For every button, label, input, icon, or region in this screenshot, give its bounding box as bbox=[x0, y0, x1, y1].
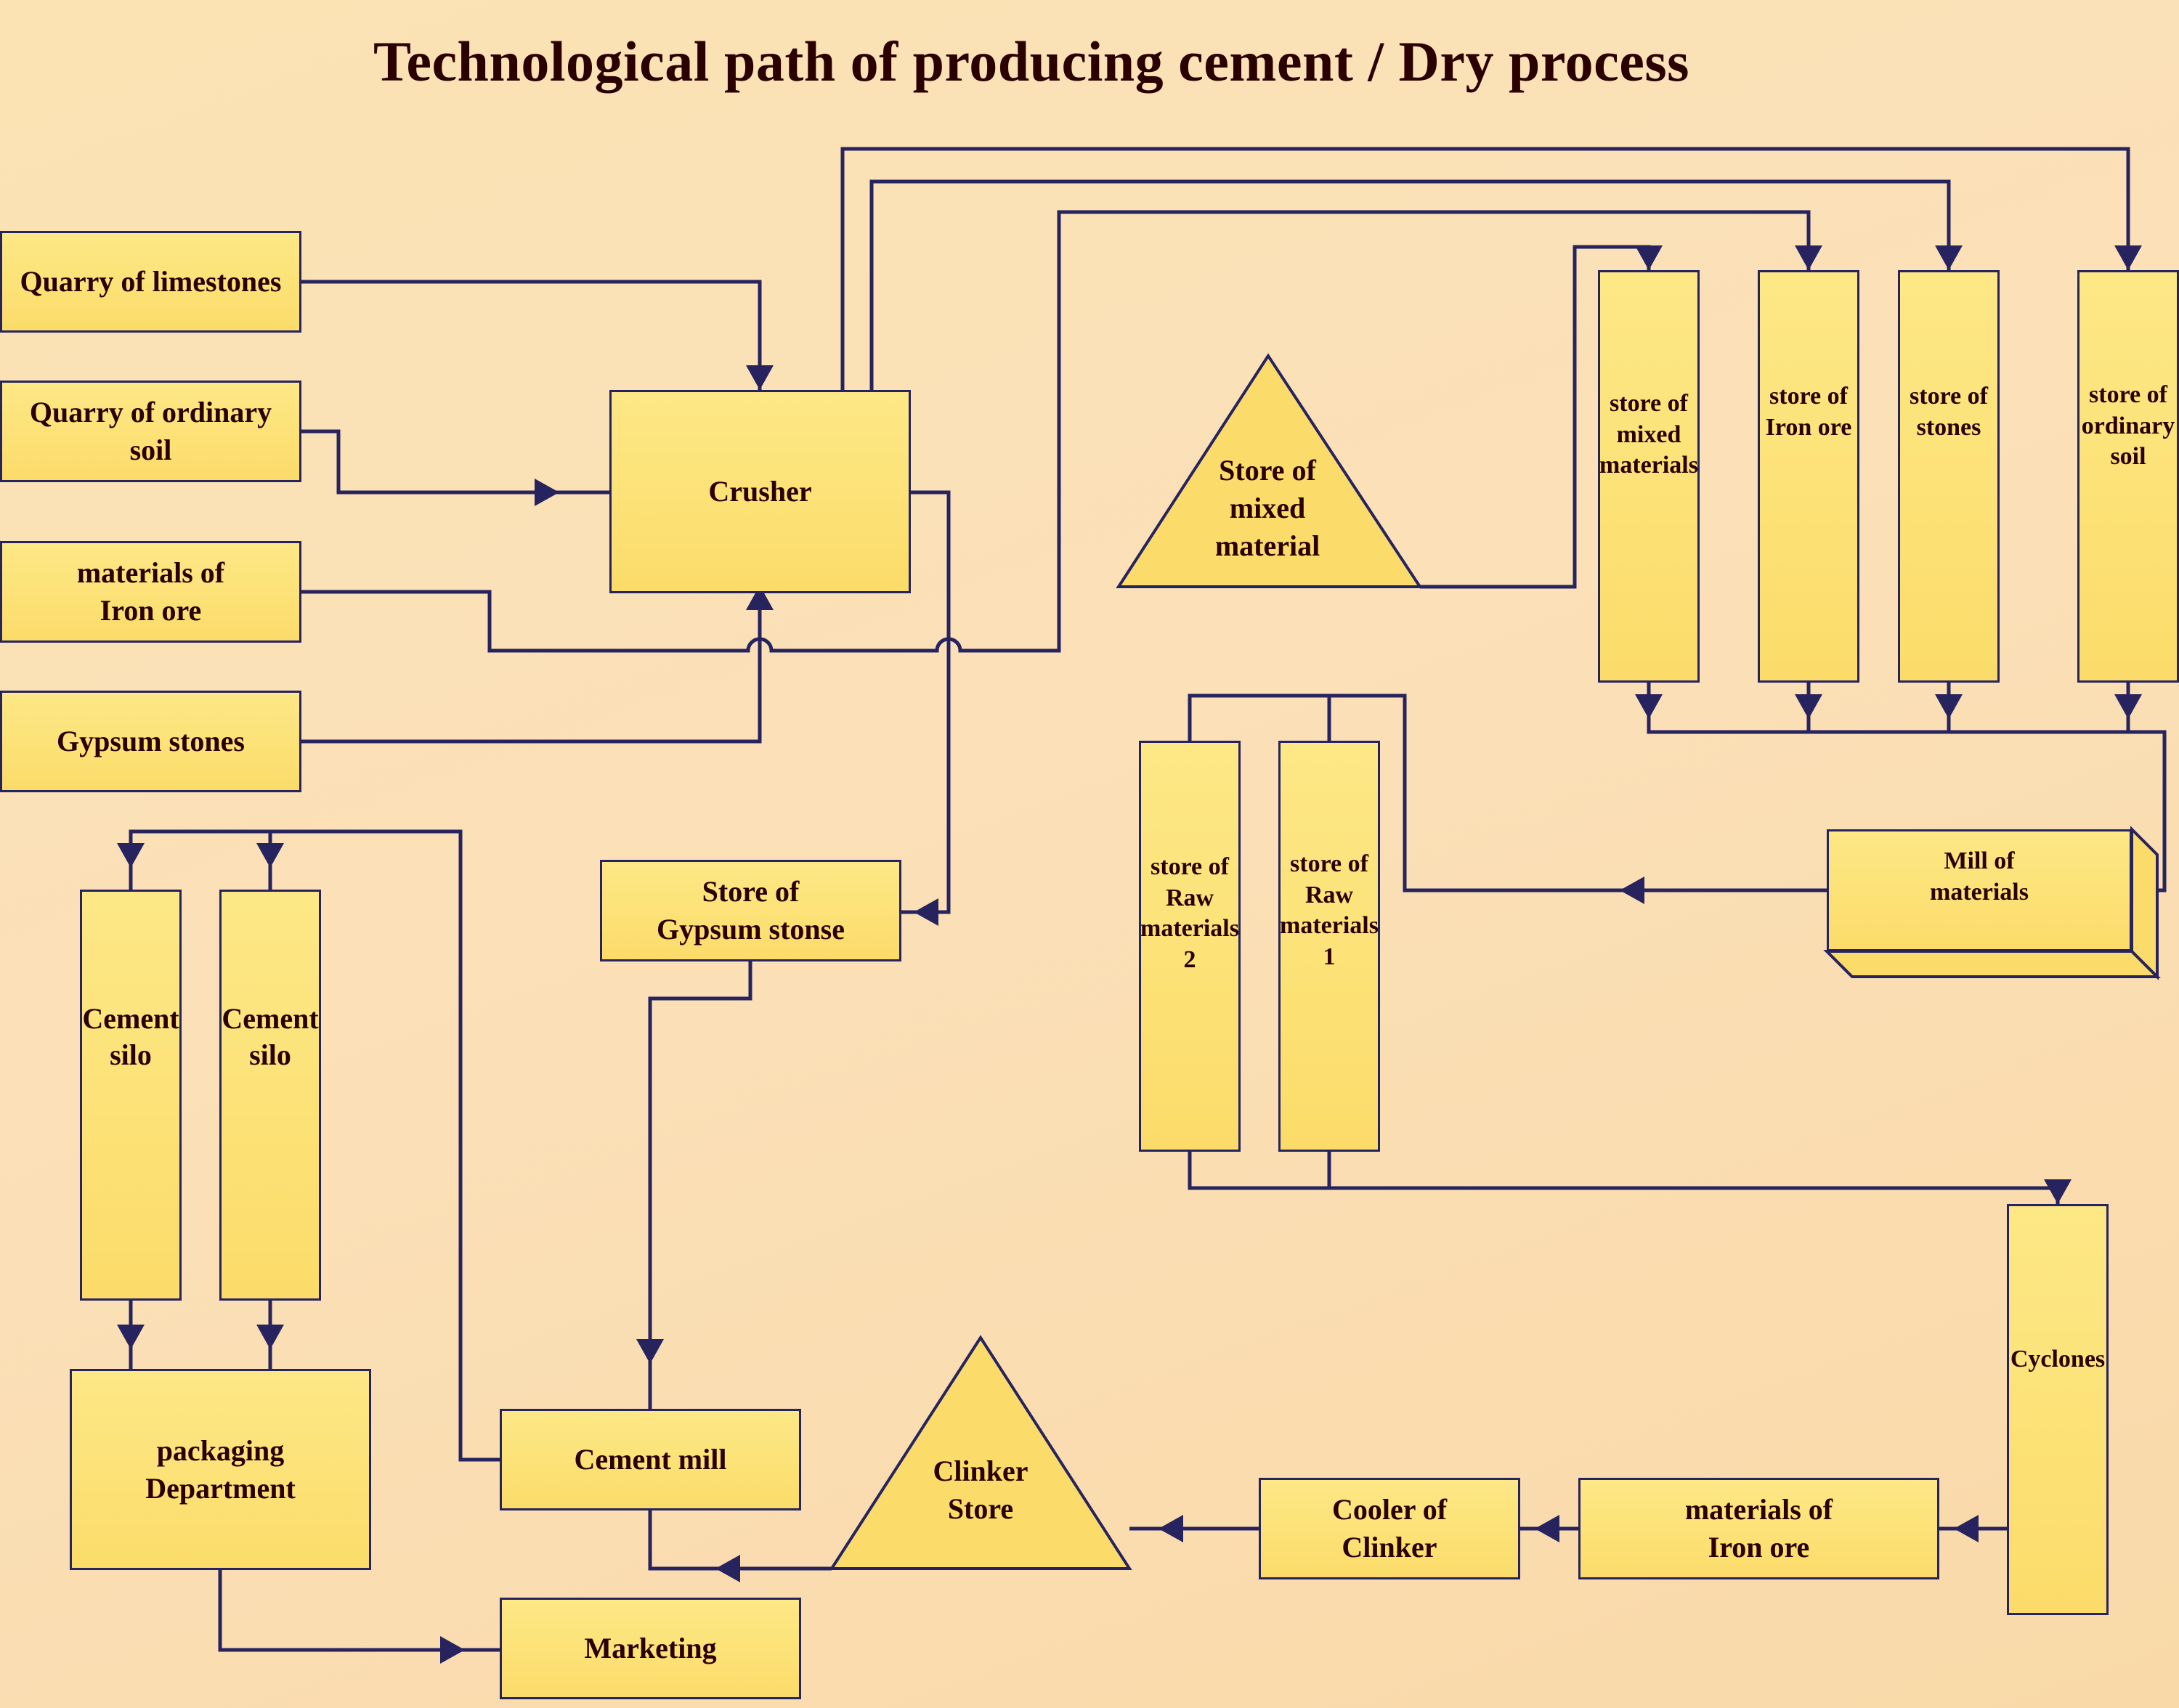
store-ordinary-soil-label: store of ordinary soil bbox=[2081, 381, 2175, 470]
arrowhead-clinker-to-cement-mill bbox=[715, 1555, 740, 1582]
cooler-box: Cooler of Clinker bbox=[1259, 1478, 1520, 1579]
store-mixed-materials-box: store of mixed materials bbox=[1598, 270, 1700, 683]
connector-mill-to-raw bbox=[1188, 694, 1827, 892]
store-gypsum-box: Store of Gypsum stonse bbox=[600, 860, 901, 961]
store-raw-2-label: store of Raw materials 2 bbox=[1140, 853, 1239, 973]
arrowhead-gypsum-crusher bbox=[746, 585, 774, 610]
quarry-soil-label: Quarry of ordinary soil bbox=[29, 396, 272, 466]
arrowhead-store-iron-ore-in bbox=[1795, 245, 1822, 270]
store-raw-2-box: store of Raw materials 2 bbox=[1139, 741, 1241, 1152]
crusher-label: Crusher bbox=[708, 475, 812, 508]
connector-crusher-to-store-stones bbox=[869, 179, 1951, 390]
clinker-store-triangle bbox=[829, 1335, 1132, 1570]
cement-silo-1-box: Cement silo bbox=[80, 890, 182, 1301]
arrowhead-silo2-in bbox=[256, 843, 284, 868]
arrowhead-limestones-crusher bbox=[746, 365, 774, 390]
store-raw-1-label: store of Raw materials 1 bbox=[1280, 850, 1379, 970]
cement-mill-box: Cement mill bbox=[500, 1409, 801, 1510]
quarry-limestones-box: Quarry of limestones bbox=[0, 231, 301, 333]
gypsum-stones-box: Gypsum stones bbox=[0, 691, 301, 792]
gypsum-stones-label: Gypsum stones bbox=[57, 725, 245, 757]
arrowhead-store-soil-in bbox=[2114, 245, 2142, 270]
store-mixed-material-triangle bbox=[1116, 353, 1423, 588]
connector-crusher-to-store-soil bbox=[840, 147, 2130, 390]
store-mixed-materials-label: store of mixed materials bbox=[1599, 390, 1698, 479]
packaging-label: packaging Department bbox=[145, 1434, 296, 1505]
arrowhead-cooler-in bbox=[1535, 1515, 1559, 1542]
quarry-limestones-label: Quarry of limestones bbox=[20, 265, 282, 298]
connector-gypsum-to-cement-mill bbox=[648, 961, 752, 1409]
arrowhead-store-mixed-materials-out bbox=[1635, 694, 1663, 719]
arrowhead-store-stones-in bbox=[1935, 245, 1963, 270]
clinker-store-label: Clinker Store bbox=[933, 1455, 1028, 1525]
arrowhead-cyclones-in bbox=[2044, 1179, 2072, 1204]
arrowhead-gypsum-store-in bbox=[914, 898, 938, 926]
arrowhead-silo1-in bbox=[117, 843, 145, 868]
materials-iron-ore-top-box: materials of Iron ore bbox=[0, 541, 301, 643]
arrowhead-clinker-in bbox=[1159, 1515, 1183, 1542]
marketing-box: Marketing bbox=[500, 1598, 801, 1699]
cyclones-label: Cyclones bbox=[2010, 1346, 2106, 1372]
store-iron-ore-label: store of Iron ore bbox=[1765, 383, 1852, 441]
arrowhead-store-mixed-materials-in bbox=[1635, 245, 1663, 270]
store-mixed-material-label: Store of mixed material bbox=[1214, 454, 1320, 562]
materials-iron-ore-bottom-label: materials of Iron ore bbox=[1684, 1493, 1833, 1563]
connector-clinker-to-cement-mill bbox=[648, 1510, 832, 1571]
marketing-label: Marketing bbox=[584, 1632, 717, 1664]
cement-silo-2-box: Cement silo bbox=[219, 890, 321, 1301]
crusher-box: Crusher bbox=[609, 390, 911, 593]
cyclones-box: Cyclones bbox=[2007, 1204, 2109, 1615]
diagram-title: Technological path of producing cement /… bbox=[373, 30, 1690, 93]
store-iron-ore-box: store of Iron ore bbox=[1758, 270, 1859, 683]
cement-silo-2-label: Cement silo bbox=[222, 1002, 319, 1071]
arrowhead-iron-ore-bottom-in bbox=[1954, 1515, 1979, 1542]
store-ordinary-soil-box: store of ordinary soil bbox=[2077, 270, 2179, 683]
materials-iron-ore-bottom-box: materials of Iron ore bbox=[1578, 1478, 1939, 1579]
connector-raw-to-cyclones bbox=[1188, 1152, 2060, 1204]
store-stones-label: store of stones bbox=[1910, 383, 1988, 441]
packaging-box: packaging Department bbox=[70, 1369, 371, 1570]
store-raw-1-box: store of Raw materials 1 bbox=[1278, 741, 1380, 1152]
arrowhead-mill-to-raw bbox=[1620, 877, 1644, 904]
connector-packaging-to-marketing bbox=[218, 1570, 500, 1652]
store-stones-box: store of stones bbox=[1898, 270, 2000, 683]
arrowhead-store-stones-out bbox=[1935, 694, 1963, 719]
mill-of-materials-label: Mill of materials bbox=[1930, 847, 2029, 906]
arrowhead-store-iron-ore-out bbox=[1795, 694, 1822, 719]
cooler-label: Cooler of Clinker bbox=[1331, 1493, 1448, 1563]
cement-mill-label: Cement mill bbox=[574, 1443, 727, 1476]
arrowhead-packaging-in-2 bbox=[256, 1325, 284, 1349]
store-gypsum-label: Store of Gypsum stonse bbox=[657, 875, 845, 946]
arrowhead-packaging-in-1 bbox=[117, 1325, 145, 1349]
arrowhead-store-soil-out bbox=[2114, 694, 2142, 719]
connector-iron-ore-to-stores bbox=[301, 210, 1811, 653]
mill-of-materials-side bbox=[2130, 826, 2159, 980]
quarry-soil-box: Quarry of ordinary soil bbox=[0, 381, 301, 482]
connector-gypsum-to-crusher bbox=[301, 593, 762, 744]
connector-soil-to-crusher bbox=[301, 429, 609, 495]
mill-of-materials-box: Mill of materials bbox=[1827, 829, 2132, 951]
mill-of-materials-depth bbox=[1823, 950, 2161, 978]
arrowhead-marketing-in bbox=[440, 1636, 465, 1664]
connector-limestones-to-crusher bbox=[301, 280, 762, 390]
arrowhead-cement-mill-gypsum-in bbox=[636, 1339, 664, 1364]
materials-iron-ore-top-label: materials of Iron ore bbox=[76, 556, 225, 627]
cement-silo-1-label: Cement silo bbox=[82, 1002, 179, 1071]
arrowhead-soil-crusher bbox=[535, 479, 559, 506]
